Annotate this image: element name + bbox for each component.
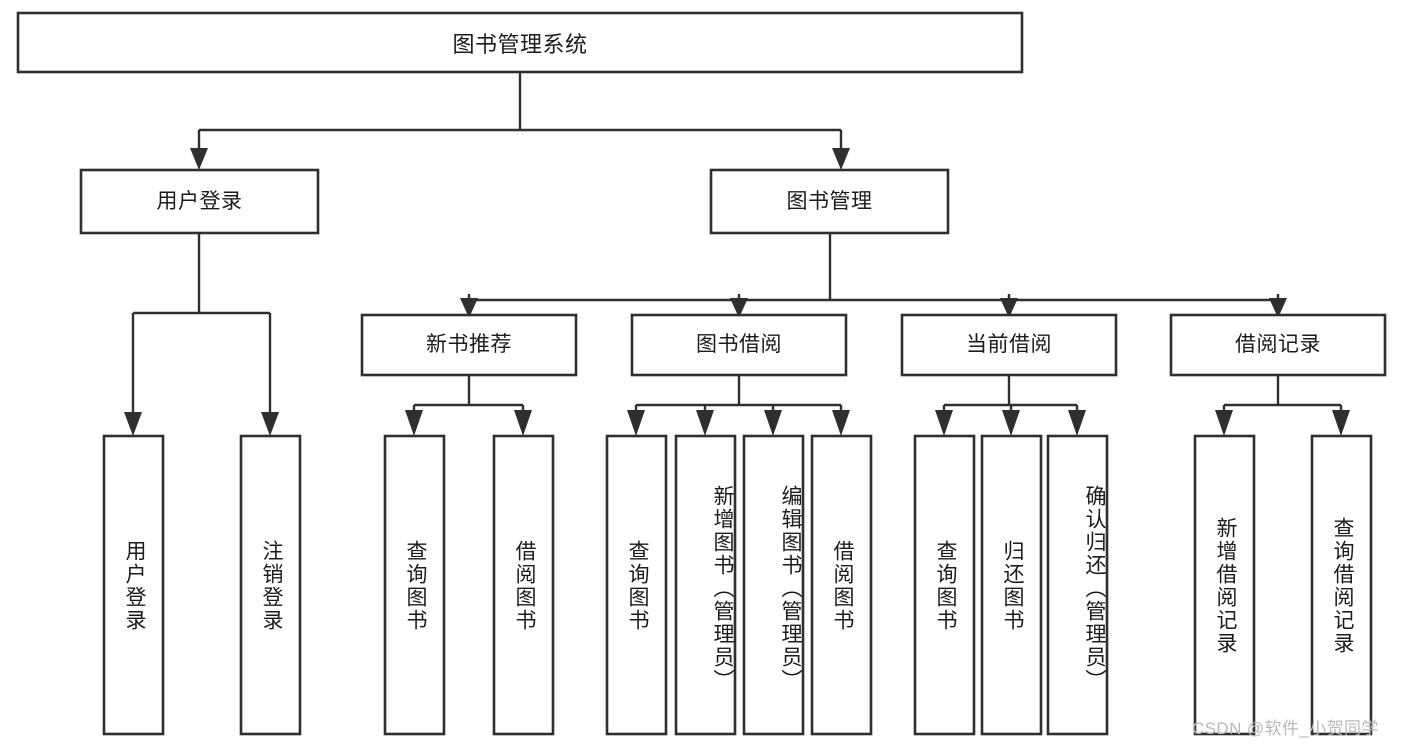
node-borrow-record[interactable] xyxy=(1169,313,1387,377)
leaf-borrow-record-2[interactable] xyxy=(1310,434,1373,736)
leaf-current-borrow-2[interactable] xyxy=(980,434,1043,736)
node-book-borrow[interactable] xyxy=(630,313,848,377)
leaf-book-borrow-3[interactable] xyxy=(742,434,805,736)
leaf-new-book-rec-2[interactable] xyxy=(492,434,555,736)
edge-currentborrow-to-leaves xyxy=(935,375,1086,436)
node-current-borrow[interactable] xyxy=(900,313,1118,377)
node-book-manage[interactable] xyxy=(709,168,950,235)
node-user-login[interactable] xyxy=(79,168,320,235)
leaf-current-borrow-3[interactable] xyxy=(1046,434,1109,736)
leaf-user-login-1[interactable] xyxy=(102,434,165,736)
leaf-current-borrow-1[interactable] xyxy=(913,434,976,736)
leaf-book-borrow-4[interactable] xyxy=(810,434,873,736)
leaf-borrow-record-1[interactable] xyxy=(1193,434,1256,736)
edge-root-to-level2 xyxy=(190,72,850,170)
edge-bookmanage-to-level3 xyxy=(460,233,1287,318)
node-root[interactable] xyxy=(16,11,1024,74)
edge-borrowrecord-to-leaves xyxy=(1215,375,1350,436)
leaf-book-borrow-2[interactable] xyxy=(674,434,737,736)
leaf-user-login-2[interactable] xyxy=(239,434,302,736)
edge-bookborrow-to-leaves xyxy=(627,375,850,436)
edge-newbook-to-leaves xyxy=(405,375,532,436)
edge-userlogin-to-leaves xyxy=(124,233,279,436)
leaf-new-book-rec-1[interactable] xyxy=(383,434,446,736)
leaf-book-borrow-1[interactable] xyxy=(605,434,668,736)
csdn-watermark: CSDN @软件_小贺同学 xyxy=(1192,719,1379,738)
node-new-book-rec[interactable] xyxy=(360,313,578,377)
